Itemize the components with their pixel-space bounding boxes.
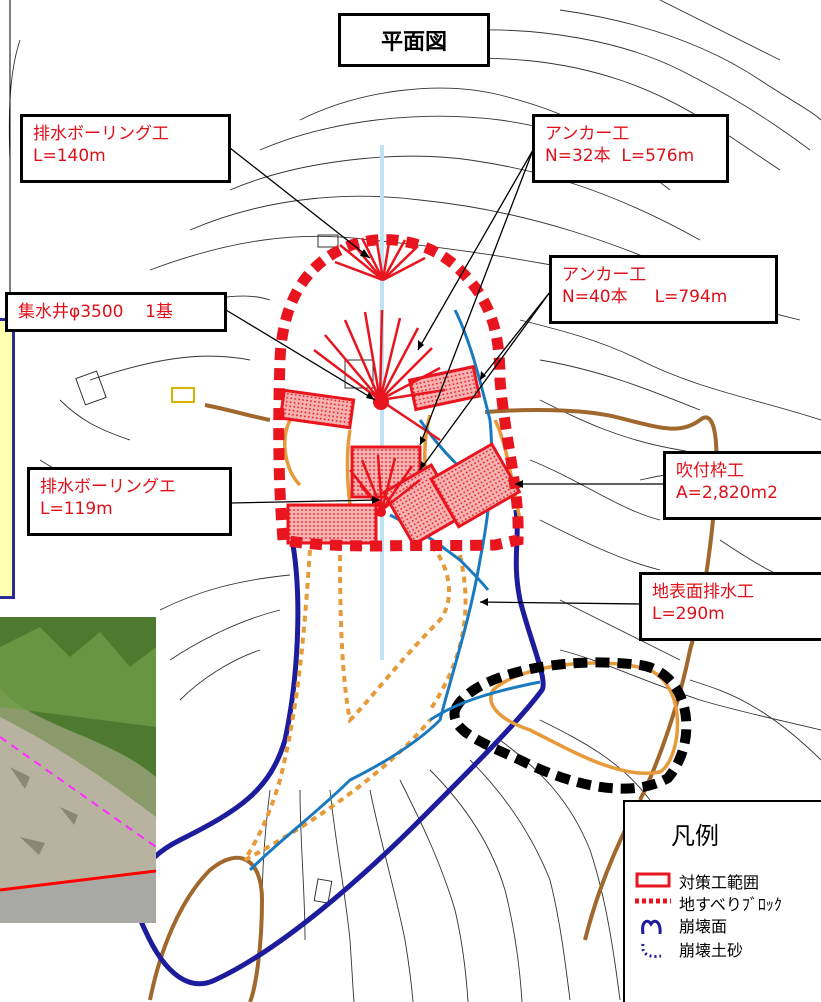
- page-title: 平面図: [338, 13, 490, 67]
- legend-item: 地すべりﾌﾞﾛｯｸ: [633, 892, 782, 914]
- label-drain-boring-119: 排水ボーリングエ L=119m: [27, 467, 232, 536]
- legend-item: 崩壊土砂: [633, 938, 743, 960]
- label-surface-drain: 地表面排水工 L=290m: [639, 572, 821, 641]
- dotted-red-line-icon: [635, 898, 671, 904]
- legend-item: 崩壊面: [633, 914, 727, 936]
- site-photo: [0, 617, 156, 923]
- solid-red-rect-icon: [635, 872, 671, 888]
- landslide-block-outline: [273, 234, 524, 552]
- leader-lines: [225, 147, 664, 605]
- label-drain-boring-140: 排水ボーリング工 L=140m: [20, 114, 231, 183]
- yellow-marker: [171, 387, 195, 403]
- leader-arrowheads: [360, 249, 523, 606]
- black-dotted-ellipse: [449, 657, 692, 794]
- orange-dotted-outlines: [243, 548, 468, 862]
- legend: 凡例 対策工範囲 地すべりﾌﾞﾛｯｸ 崩壊面 崩壊土砂: [623, 800, 821, 1002]
- info-box-edge: [0, 318, 15, 599]
- navy-arc-icon: [641, 919, 662, 935]
- collection-well-icon: [373, 394, 389, 410]
- label-anchor-40: アンカー工 N=40本 L=794m: [549, 255, 778, 324]
- drain-boring-fans: [313, 235, 446, 511]
- label-spray-frame: 吹付枠工 A=2,820m2: [663, 451, 821, 520]
- legend-item: 対策工範囲: [633, 870, 759, 892]
- legend-title: 凡例: [671, 822, 719, 850]
- navy-dotted-arc-icon: [641, 943, 662, 958]
- label-anchor-32: アンカー工 N=32本 L=576m: [532, 114, 729, 183]
- label-collection-well: 集水井φ3500 1基: [5, 292, 227, 332]
